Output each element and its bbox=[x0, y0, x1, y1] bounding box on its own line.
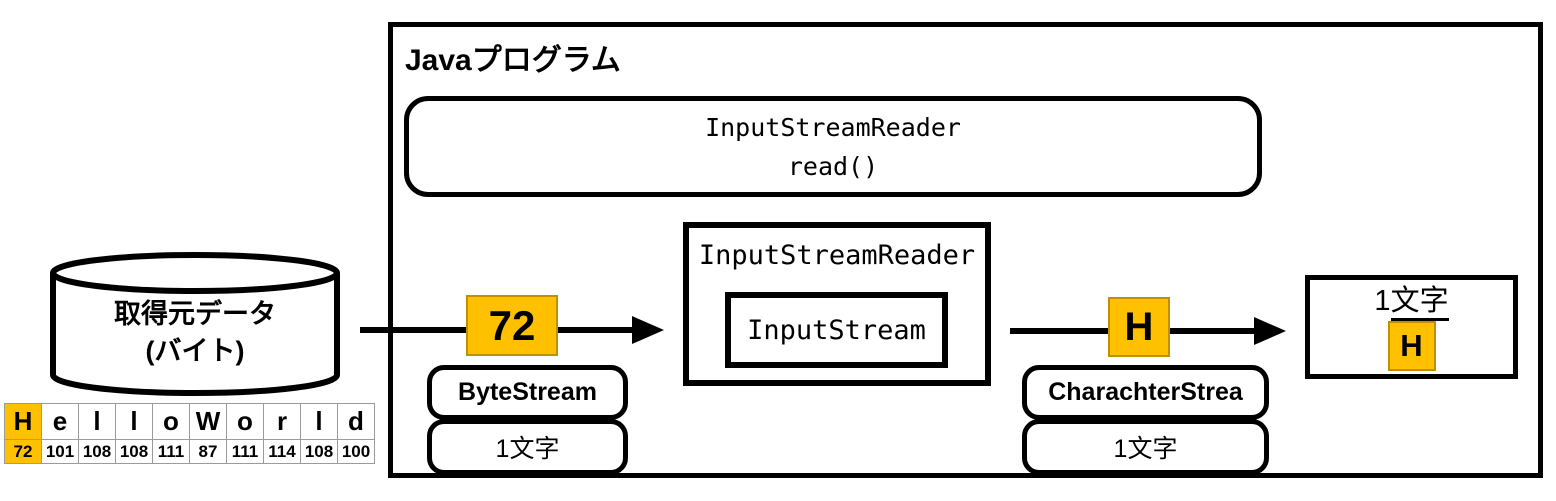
byte-letter-cell: d bbox=[337, 403, 375, 440]
codes-row: 72 101 108 108 111 87 111 114 108 100 bbox=[4, 439, 375, 464]
byte-stream-label-box: ByteStream bbox=[427, 365, 628, 420]
input-stream-reader-box: InputStreamReader InputStream bbox=[683, 222, 991, 386]
byte-letter-cell: l bbox=[300, 403, 338, 440]
reader-method-name-label: read() bbox=[787, 151, 879, 181]
char-stream-label-box: CharachterStrea bbox=[1022, 365, 1269, 420]
byte-unit-label-box: 1文字 bbox=[427, 419, 628, 475]
char-value-chip: H bbox=[1108, 297, 1170, 357]
source-cylinder-label: 取得元データ (バイト) bbox=[50, 296, 340, 370]
byte-letter-cell: o bbox=[152, 403, 190, 440]
char-unit-label-box: 1文字 bbox=[1022, 419, 1269, 475]
result-label: 1文字 bbox=[1374, 285, 1449, 321]
byte-letter-cell: W bbox=[189, 403, 227, 440]
reader-method-class-label: InputStreamReader bbox=[705, 112, 961, 142]
input-stream-box: InputStream bbox=[725, 292, 948, 368]
byte-code-cell: 108 bbox=[300, 439, 338, 464]
byte-code-cell: 114 bbox=[263, 439, 301, 464]
byte-value-chip: 72 bbox=[466, 295, 558, 356]
java-program-box: Javaプログラム bbox=[388, 22, 1543, 478]
bytes-table: H e l l o W o r l d 72 101 108 108 111 8… bbox=[4, 403, 375, 464]
byte-letter-cell: e bbox=[41, 403, 79, 440]
result-label-prefix: 1 bbox=[1374, 285, 1391, 317]
reader-method-box: InputStreamReader read() bbox=[404, 96, 1262, 197]
byte-letter-cell: l bbox=[115, 403, 153, 440]
byte-letter-cell: o bbox=[226, 403, 264, 440]
cylinder-top bbox=[50, 252, 340, 294]
byte-code-cell: 100 bbox=[337, 439, 375, 464]
byte-code-cell: 87 bbox=[189, 439, 227, 464]
source-title: 取得元データ bbox=[114, 299, 276, 329]
byte-code-cell: 108 bbox=[78, 439, 116, 464]
byte-code-cell: 111 bbox=[226, 439, 264, 464]
result-box: 1文字 H bbox=[1305, 275, 1518, 379]
byte-letter-cell: l bbox=[78, 403, 116, 440]
source-subtitle: (バイト) bbox=[145, 336, 245, 366]
java-program-title: Javaプログラム bbox=[405, 44, 621, 77]
result-label-underlined: 文字 bbox=[1390, 285, 1449, 321]
byte-code-cell: 101 bbox=[41, 439, 79, 464]
byte-code-cell: 111 bbox=[152, 439, 190, 464]
cylinder-body bbox=[50, 273, 340, 396]
byte-letter-cell: H bbox=[4, 403, 42, 440]
input-stream-reader-title: InputStreamReader bbox=[698, 240, 976, 271]
result-value-chip: H bbox=[1387, 321, 1436, 371]
byte-code-cell: 72 bbox=[4, 439, 42, 464]
source-cylinder-shape bbox=[50, 252, 340, 396]
byte-letter-cell: r bbox=[263, 403, 301, 440]
letters-row: H e l l o W o r l d bbox=[4, 403, 375, 440]
byte-code-cell: 108 bbox=[115, 439, 153, 464]
